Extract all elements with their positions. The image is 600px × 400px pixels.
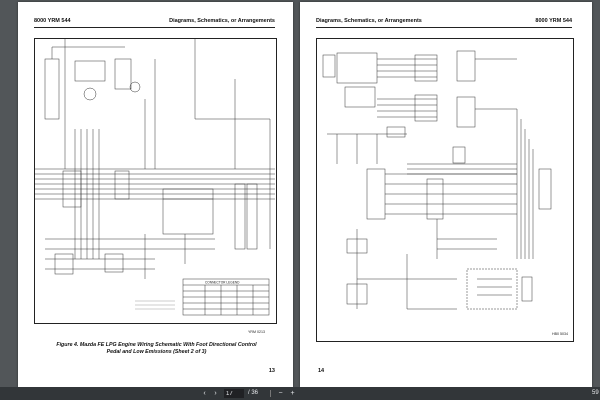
pdf-viewer-toolbar: ‹ › / 36 − + 59 [0, 387, 600, 400]
toolbar-divider [270, 390, 271, 397]
document-page-13: 8000 YRM 544 Diagrams, Schematics, or Ar… [18, 2, 293, 387]
header-section-title: Diagrams, Schematics, or Arrangements [316, 18, 422, 24]
figure-caption: Figure 4. Mazda FE LPG Engine Wiring Sch… [38, 342, 275, 356]
total-pages-label: / 36 [248, 390, 259, 396]
zoom-level: 59 [592, 390, 599, 396]
header-manual-code: 8000 YRM 544 [535, 18, 572, 24]
schematic-drawing [322, 50, 552, 310]
zoom-in-icon[interactable]: + [290, 390, 295, 397]
page-number-input[interactable] [224, 389, 244, 398]
zoom-out-icon[interactable]: − [278, 390, 283, 397]
drawing-code: HB0 5034 [552, 332, 568, 336]
header-rule [34, 27, 275, 28]
connector-legend-title: CONNECTOR LEGEND [205, 281, 240, 285]
previous-page-icon[interactable]: ‹ [203, 390, 206, 397]
header-rule [316, 27, 572, 28]
drawing-code: YRM 0213 [248, 330, 265, 334]
schematic-drawing: CONNECTOR LEGEND [35, 39, 275, 316]
header-section-title: Diagrams, Schematics, or Arrangements [169, 18, 275, 24]
figure-caption-line-1: Figure 4. Mazda FE LPG Engine Wiring Sch… [56, 342, 257, 348]
wiring-schematic-sheet-2: CONNECTOR LEGEND [34, 38, 277, 324]
document-page-14: Diagrams, Schematics, or Arrangements 80… [300, 2, 592, 387]
next-page-icon[interactable]: › [214, 390, 217, 397]
header-manual-code: 8000 YRM 544 [34, 18, 71, 24]
wiring-schematic-sheet-3 [316, 38, 574, 342]
page-number: 14 [318, 368, 325, 374]
figure-caption-line-2: Pedal and Low Emissions (Sheet 2 of 3) [106, 349, 207, 355]
page-number: 13 [268, 368, 275, 374]
